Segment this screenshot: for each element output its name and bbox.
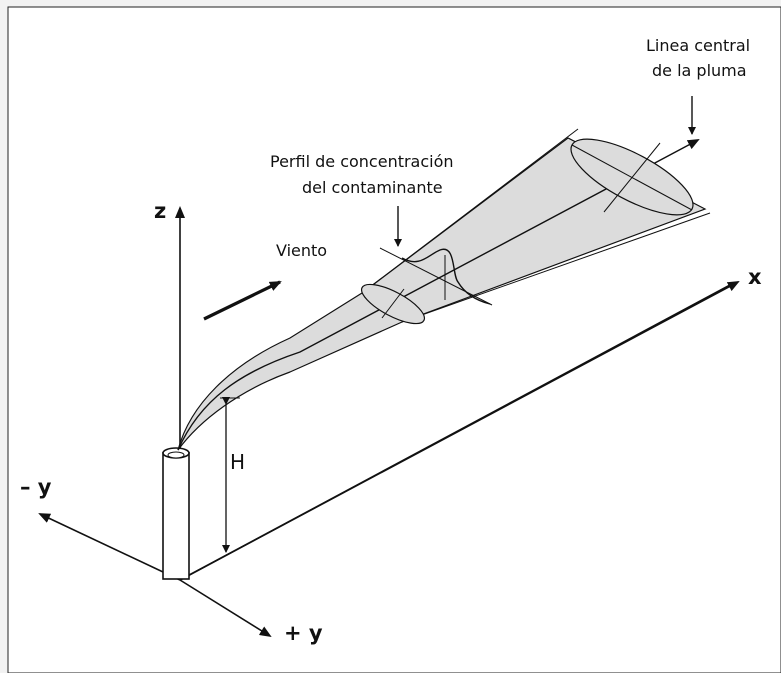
far-cross-section: [570, 138, 694, 216]
profile-label-line2: del contaminante: [302, 178, 443, 197]
centerline-label-line1: Linea central: [646, 36, 750, 55]
x-axis: [179, 281, 740, 581]
stack: [162, 447, 190, 580]
z-axis-label: z: [154, 199, 166, 223]
wind-arrow: [203, 280, 282, 321]
near-cross-section: [360, 283, 426, 325]
height-label: H: [230, 450, 245, 474]
neg-y-axis: [38, 513, 181, 581]
diagram-panel: [7, 6, 781, 673]
plume-edge-upper: [361, 128, 579, 294]
plume-centerline: [177, 139, 700, 451]
profile-label-line1: Perfil de concentración: [270, 152, 454, 171]
wind-label: Viento: [276, 241, 327, 260]
pos-y-axis-label: + y: [284, 621, 323, 645]
plume: [177, 137, 707, 451]
height-indicator: [220, 397, 240, 553]
neg-y-axis-label: – y: [20, 475, 52, 499]
plume-edge-lower: [401, 212, 711, 323]
concentration-profile: [379, 247, 493, 306]
pos-y-axis: [179, 579, 272, 638]
x-axis-label: x: [748, 265, 762, 289]
centerline-label-line2: de la pluma: [652, 61, 747, 80]
